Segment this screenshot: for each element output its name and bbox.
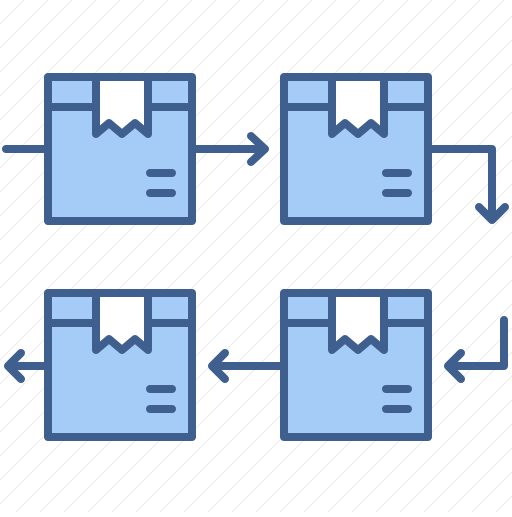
box-tape (92, 73, 152, 138)
bottom-connector-arrow (208, 349, 288, 383)
box-top-left (44, 73, 196, 225)
top-connector-arrow (188, 132, 269, 166)
box-tape (328, 73, 388, 138)
right-down-arrow (424, 145, 509, 224)
box-bottom-left (44, 289, 196, 441)
box-top-right (280, 73, 432, 225)
outgoing-arrow (4, 349, 52, 383)
box-tape (92, 289, 152, 354)
box-tape (328, 289, 388, 354)
box-bottom-right (280, 289, 432, 441)
right-return-arrow (444, 316, 508, 383)
